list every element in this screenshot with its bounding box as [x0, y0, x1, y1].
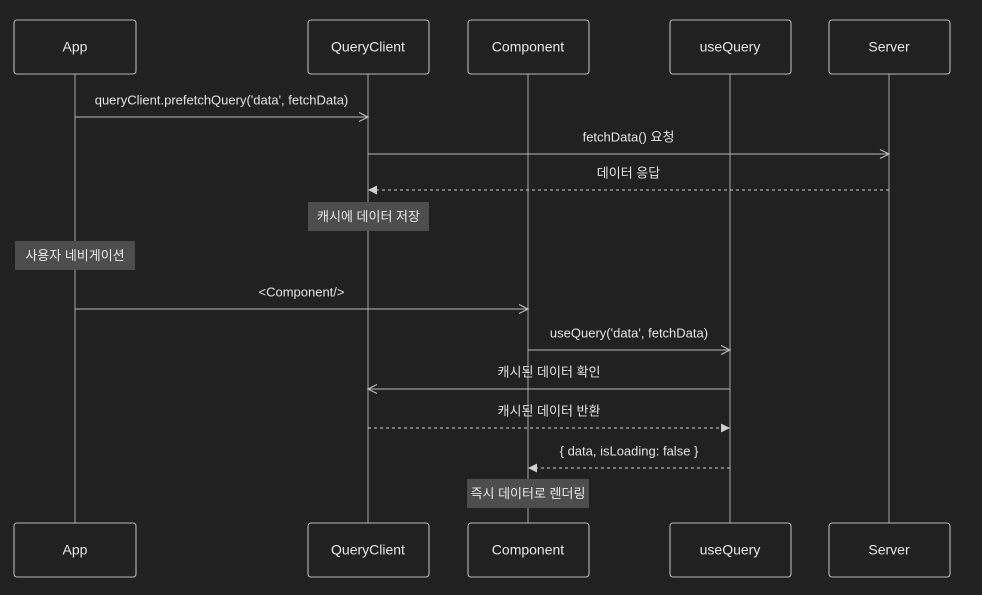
actor-box [467, 19, 590, 75]
actor-queryclient-top[interactable]: QueryClient [307, 19, 430, 75]
actor-label: App [63, 39, 88, 55]
actor-component-top[interactable]: Component [467, 19, 590, 75]
note-background [308, 202, 429, 231]
actor-box [828, 19, 951, 75]
actor-label: Server [868, 39, 910, 55]
actor-boxes-top: App QueryClient Component useQuery Server [13, 19, 951, 75]
note-label: 즉시 데이터로 렌더링 [471, 486, 586, 501]
actor-label: App [63, 542, 88, 558]
actor-label: useQuery [700, 542, 761, 558]
message-m7[interactable]: 캐시된 데이터 반환 [368, 403, 730, 433]
arrow-head-icon [358, 111, 370, 123]
actor-label: QueryClient [331, 542, 405, 558]
message-m4[interactable]: <Component/> [75, 284, 530, 315]
message-label: <Component/> [258, 284, 344, 299]
note-label: 사용자 네비게이션 [25, 248, 124, 263]
message-m5[interactable]: useQuery('data', fetchData) [528, 325, 732, 356]
actor-queryclient-bottom[interactable]: QueryClient [307, 522, 430, 578]
note-n3[interactable]: 즉시 데이터로 렌더링 [467, 479, 589, 508]
message-m6[interactable]: 캐시된 데이터 확인 [366, 364, 730, 395]
message-label: fetchData() 요청 [583, 129, 675, 144]
arrow-head-icon [721, 423, 730, 433]
note-background [467, 479, 589, 508]
actor-box [669, 19, 792, 75]
lifelines-layer [74, 74, 890, 523]
note-label: 캐시에 데이터 저장 [317, 209, 420, 224]
actor-usequery-top[interactable]: useQuery [669, 19, 792, 75]
actor-boxes-bottom: App QueryClient Component useQuery Server [13, 522, 951, 578]
arrow-head-icon [368, 185, 377, 195]
message-label: 데이터 응답 [597, 165, 660, 180]
actor-box [307, 19, 430, 75]
message-m1[interactable]: queryClient.prefetchQuery('data', fetchD… [75, 92, 370, 123]
actor-component-bottom[interactable]: Component [467, 522, 590, 578]
actor-usequery-bottom[interactable]: useQuery [669, 522, 792, 578]
message-label: { data, isLoading: false } [560, 443, 699, 458]
actor-label: QueryClient [331, 39, 405, 55]
actor-server-bottom[interactable]: Server [828, 522, 951, 578]
actor-box [828, 522, 951, 578]
arrow-head-icon [879, 148, 891, 160]
actor-label: useQuery [700, 39, 761, 55]
actor-label: Component [492, 542, 564, 558]
message-m8[interactable]: { data, isLoading: false } [528, 443, 730, 473]
actor-app-top[interactable]: App [13, 19, 137, 75]
actor-box [13, 19, 137, 75]
message-label: useQuery('data', fetchData) [550, 325, 708, 340]
actor-label: Component [492, 39, 564, 55]
actor-box [307, 522, 430, 578]
messages-layer: queryClient.prefetchQuery('data', fetchD… [75, 92, 891, 473]
note-background [15, 241, 135, 270]
actor-app-bottom[interactable]: App [13, 522, 137, 578]
actor-label: Server [868, 542, 910, 558]
actor-box [669, 522, 792, 578]
actor-box [13, 522, 137, 578]
arrow-head-icon [366, 383, 378, 395]
message-label: queryClient.prefetchQuery('data', fetchD… [95, 92, 349, 107]
arrow-head-icon [518, 303, 530, 315]
message-m2[interactable]: fetchData() 요청 [368, 129, 891, 160]
arrow-head-icon [720, 344, 732, 356]
message-m3[interactable]: 데이터 응답 [368, 165, 889, 195]
message-label: 캐시된 데이터 확인 [498, 364, 601, 379]
note-n1[interactable]: 캐시에 데이터 저장 [308, 202, 429, 231]
note-n2[interactable]: 사용자 네비게이션 [15, 241, 135, 270]
actor-box [467, 522, 590, 578]
arrow-head-icon [528, 463, 537, 473]
actor-server-top[interactable]: Server [828, 19, 951, 75]
message-label: 캐시된 데이터 반환 [498, 403, 601, 418]
